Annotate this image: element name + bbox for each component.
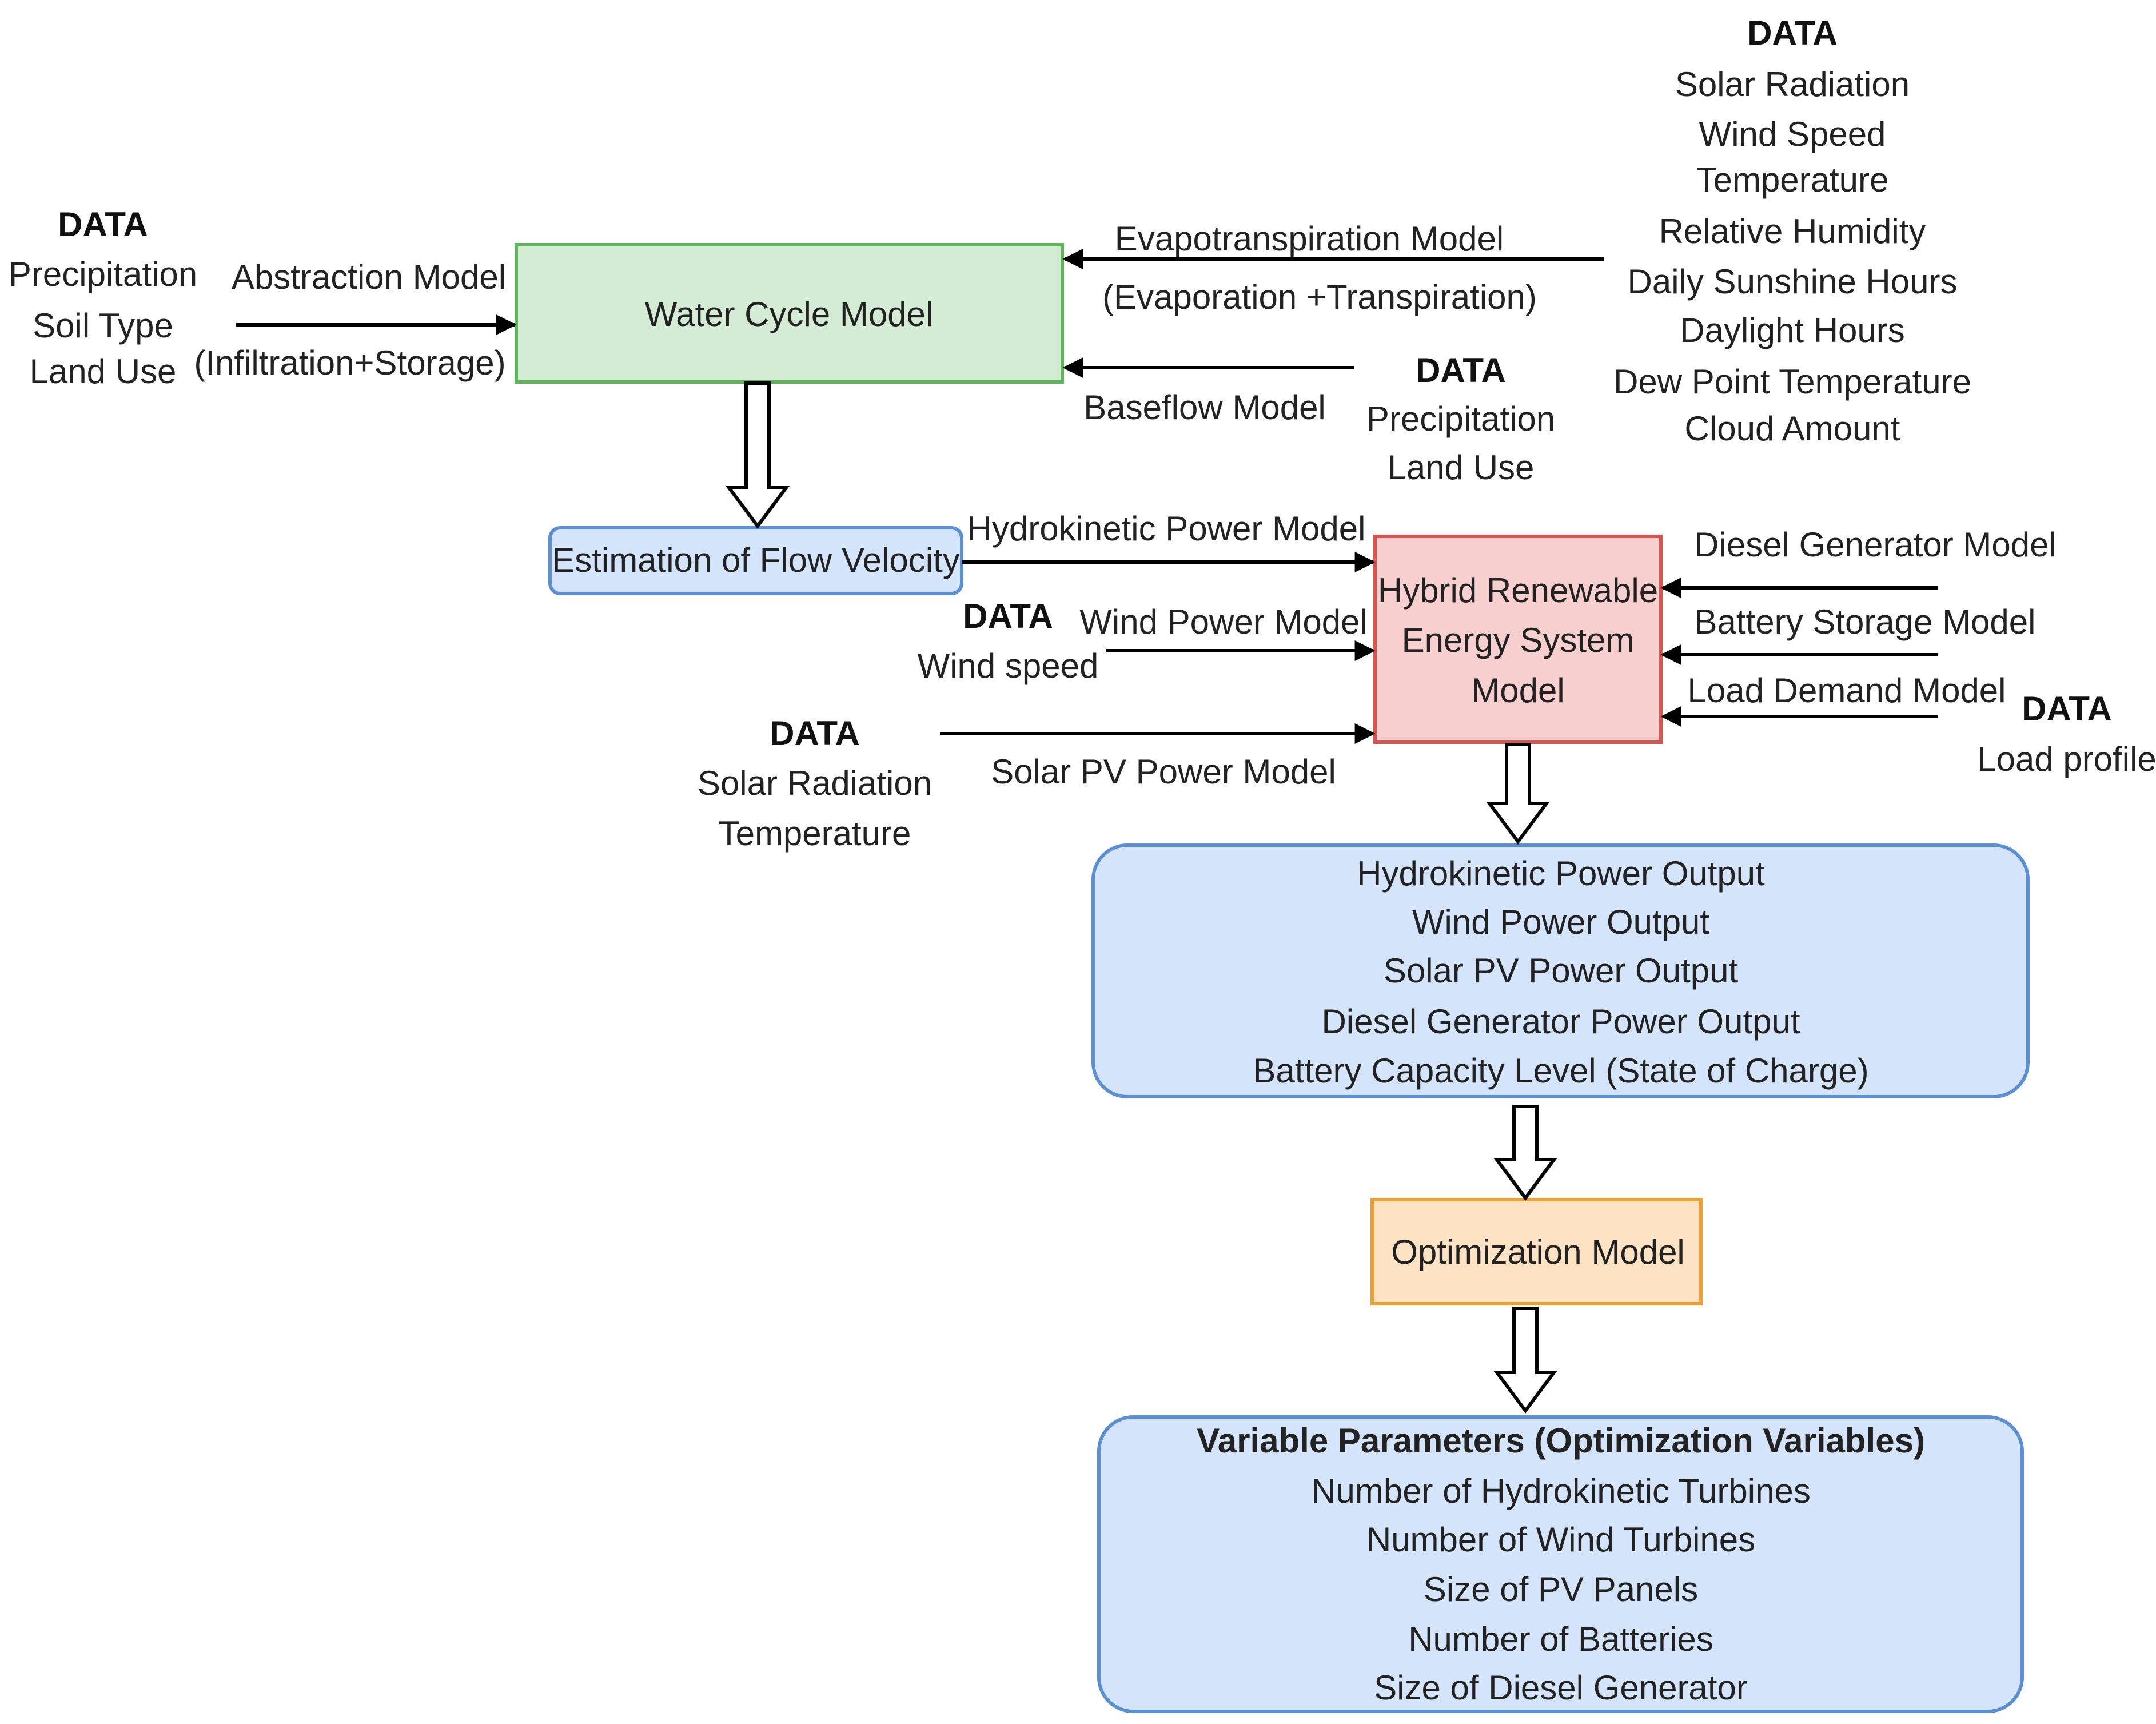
water-cycle-box — [515, 243, 1064, 384]
variables-box — [1097, 1415, 2024, 1713]
flow-velocity-node: Estimation of Flow Velocity — [548, 526, 963, 595]
variables-title: Variable Parameters (Optimization Variab… — [1197, 1422, 1925, 1460]
label-evapotranspiration-sub: (Evaporation +Transpiration) — [1102, 278, 1537, 316]
water-cycle-node: Water Cycle Model — [515, 243, 1064, 384]
data-item: Land Use — [1388, 448, 1535, 487]
output-solar-pv: Solar PV Power Output — [1384, 951, 1739, 990]
hres-box — [1373, 535, 1663, 744]
block-arrow-outputs-to-optimization — [1493, 1105, 1557, 1201]
data-item: Daily Sunshine Hours — [1628, 262, 1958, 301]
label-hydrokinetic-model: Hydrokinetic Power Model — [967, 509, 1366, 548]
data-item: Solar Radiation — [698, 764, 932, 802]
hres-node: Hybrid Renewable Energy System Model — [1373, 535, 1663, 744]
variable-pv-panels: Size of PV Panels — [1424, 1570, 1698, 1608]
data-item: Precipitation — [9, 255, 197, 293]
data-item: Cloud Amount — [1685, 409, 1900, 448]
data-title: DATA — [770, 714, 860, 752]
data-item: Land Use — [30, 352, 177, 391]
optimization-box — [1370, 1198, 1703, 1305]
data-block-abstraction: DATA Precipitation Soil Type Land Use — [9, 205, 197, 391]
data-item: Dew Point Temperature — [1613, 363, 1971, 401]
hres-label-line-3: Model — [1471, 671, 1564, 710]
data-item: Wind speed — [918, 647, 1099, 685]
variable-batteries: Number of Batteries — [1408, 1620, 1713, 1658]
data-item: Solar Radiation — [1675, 65, 1910, 103]
hres-label-line-1: Hybrid Renewable — [1378, 571, 1658, 610]
data-title: DATA — [58, 205, 148, 244]
data-item: Temperature — [1696, 161, 1889, 199]
block-arrow-hres-to-outputs — [1486, 743, 1550, 845]
data-title: DATA — [2022, 690, 2112, 728]
data-title: DATA — [963, 597, 1053, 635]
label-abstraction-sub: (Infiltration+Storage) — [194, 344, 505, 382]
flow-velocity-label: Estimation of Flow Velocity — [552, 541, 960, 579]
block-arrow-water-to-velocity — [726, 381, 790, 529]
optimization-node: Optimization Model — [1370, 1198, 1703, 1305]
label-solar-model: Solar PV Power Model — [991, 752, 1336, 791]
label-load-model: Load Demand Model — [1687, 671, 2006, 710]
data-title: DATA — [1416, 351, 1506, 389]
label-wind-model: Wind Power Model — [1079, 603, 1368, 641]
label-evapotranspiration-model: Evapotranspiration Model — [1115, 220, 1504, 258]
data-block-solar: DATA Solar Radiation Temperature — [698, 714, 932, 853]
data-item: Precipitation — [1366, 400, 1555, 438]
block-arrow-optimization-to-variables — [1493, 1307, 1557, 1414]
output-battery: Battery Capacity Level (State of Charge) — [1253, 1052, 1868, 1090]
data-item: Soil Type — [33, 306, 173, 345]
label-abstraction-model: Abstraction Model — [232, 258, 506, 296]
variables-node: Variable Parameters (Optimization Variab… — [1097, 1415, 2024, 1713]
output-wind: Wind Power Output — [1412, 903, 1710, 941]
optimization-label: Optimization Model — [1391, 1233, 1685, 1271]
data-item: Daylight Hours — [1680, 311, 1905, 349]
outputs-box — [1091, 843, 2030, 1098]
label-battery-model: Battery Storage Model — [1695, 603, 2036, 641]
water-cycle-label: Water Cycle Model — [645, 295, 934, 333]
data-item: Wind Speed — [1699, 115, 1886, 153]
data-item: Temperature — [719, 814, 911, 853]
hres-label-line-2: Energy System — [1402, 621, 1635, 659]
data-block-evapotranspiration: DATA Solar Radiation Wind Speed Temperat… — [1613, 14, 1971, 448]
outputs-node: Hydrokinetic Power Output Wind Power Out… — [1091, 843, 2030, 1098]
variable-wind-turbines: Number of Wind Turbines — [1366, 1520, 1755, 1559]
output-diesel: Diesel Generator Power Output — [1321, 1002, 1800, 1041]
label-baseflow-model: Baseflow Model — [1083, 388, 1326, 427]
data-block-load: DATA Load profile — [1977, 690, 2156, 778]
data-block-baseflow: DATA Precipitation Land Use — [1366, 351, 1555, 487]
data-block-wind: DATA Wind speed — [918, 597, 1099, 685]
variable-hydrokinetic-turbines: Number of Hydrokinetic Turbines — [1311, 1472, 1811, 1510]
output-hydrokinetic: Hydrokinetic Power Output — [1357, 854, 1765, 893]
data-title: DATA — [1747, 14, 1838, 52]
data-item: Relative Humidity — [1659, 212, 1926, 250]
data-item: Load profile — [1977, 740, 2156, 778]
variable-diesel-generator: Size of Diesel Generator — [1374, 1669, 1748, 1707]
label-diesel-model: Diesel Generator Model — [1694, 525, 2057, 564]
